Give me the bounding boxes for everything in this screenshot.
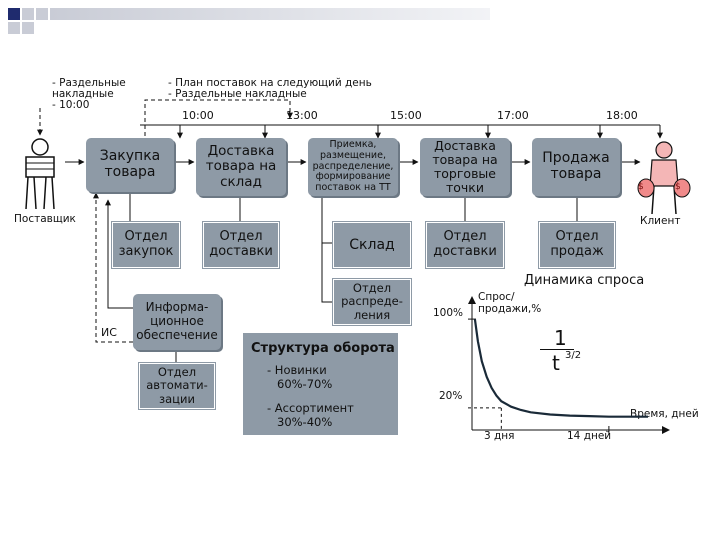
time-4: 17:00 — [497, 109, 529, 122]
time-1: 10:00 — [182, 109, 214, 122]
money-bag-left: $ — [638, 182, 644, 192]
chart-title: Динамика спроса — [524, 273, 645, 288]
client-figure-icon — [637, 141, 691, 215]
x-axis-arrow — [662, 426, 670, 434]
formula-bar — [540, 349, 574, 350]
supplier-label: Поставщик — [14, 213, 76, 225]
process-delivery-points: Доставка товара на торговые точки — [420, 138, 510, 196]
supplier-figure-icon — [25, 138, 55, 210]
x-tick-14: 14 дней — [567, 430, 612, 442]
y-tick-100: 100% — [433, 307, 464, 319]
information-support: Информа- ционное обеспечение — [133, 294, 221, 350]
turnover-title: Структура оборота — [251, 341, 395, 356]
client-label: Клиент — [640, 215, 681, 227]
dept-warehouse: Склад — [333, 222, 411, 268]
time-5: 18:00 — [606, 109, 638, 122]
turnover-assortment-value: 30%-40% — [277, 415, 333, 429]
is-label: ИС — [101, 326, 117, 339]
process-receiving: Приемка, размещение, распределение, форм… — [308, 138, 398, 196]
turnover-structure-box: Структура оборота - Новинки 60%-70% - Ас… — [243, 333, 398, 435]
formula-denominator: t — [552, 351, 560, 375]
process-delivery-warehouse: Доставка товара на склад — [196, 138, 286, 196]
demand-curve — [473, 318, 648, 418]
x-tick-3: 3 дня — [484, 430, 515, 442]
supplier-notes: - Раздельные накладные - 10:00 — [52, 77, 126, 112]
dept-delivery-1: Отдел доставки — [203, 222, 279, 268]
time-2: 13:00 — [286, 109, 318, 122]
process-purchase: Закупка товара — [86, 138, 174, 192]
y-axis-arrow — [468, 296, 476, 304]
money-bag-right: $ — [675, 182, 681, 192]
dept-automation: Отдел автомати- зации — [139, 363, 215, 409]
dept-sales: Отдел продаж — [539, 222, 615, 268]
dept-purchase: Отдел закупок — [112, 222, 180, 268]
turnover-new-value: 60%-70% — [277, 377, 333, 391]
plan-notes: - План поставок на следующий день - Разд… — [168, 77, 372, 101]
time-3: 15:00 — [390, 109, 422, 122]
y-tick-20: 20% — [439, 390, 463, 402]
formula-exponent: 3/2 — [565, 350, 582, 361]
formula-numerator: 1 — [554, 326, 567, 350]
process-sales: Продажа товара — [532, 138, 620, 196]
dept-delivery-2: Отдел доставки — [426, 222, 504, 268]
turnover-new-label: - Новинки — [267, 363, 327, 377]
turnover-assortment-label: - Ассортимент — [267, 401, 354, 415]
chart-ylabel: Спрос/ продажи,% — [478, 291, 542, 315]
chart-axes — [468, 296, 670, 434]
dept-distribution: Отдел распреде- ления — [333, 279, 411, 325]
